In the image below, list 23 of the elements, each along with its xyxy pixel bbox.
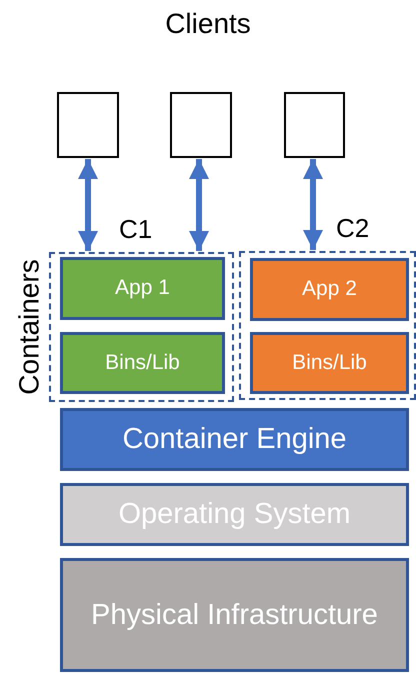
container-name: C2 bbox=[336, 213, 370, 244]
layer-label: Bins/Lib bbox=[104, 350, 181, 376]
client-box bbox=[170, 92, 232, 158]
client-box bbox=[57, 92, 119, 158]
layer-label: Container Engine bbox=[121, 422, 348, 458]
container-name: C1 bbox=[119, 214, 152, 245]
layer-bar bbox=[60, 558, 409, 672]
layer-bar bbox=[60, 408, 409, 471]
layer-label: App 2 bbox=[301, 276, 358, 302]
layer-label: App 1 bbox=[114, 275, 171, 302]
client-box bbox=[284, 92, 345, 158]
section-title: Clients bbox=[164, 8, 252, 40]
layer-box bbox=[250, 332, 409, 394]
layer-bar bbox=[60, 483, 409, 546]
double-arrow bbox=[303, 159, 323, 250]
double-arrow bbox=[78, 159, 98, 251]
side-label: Containers bbox=[14, 259, 46, 395]
layer-label: Bins/Lib bbox=[291, 350, 368, 376]
layer-label: Physical Infrastructure bbox=[90, 598, 379, 633]
double-arrow bbox=[189, 159, 209, 251]
layer-box bbox=[250, 258, 409, 321]
layer-box bbox=[60, 332, 225, 394]
layer-box bbox=[60, 257, 225, 320]
